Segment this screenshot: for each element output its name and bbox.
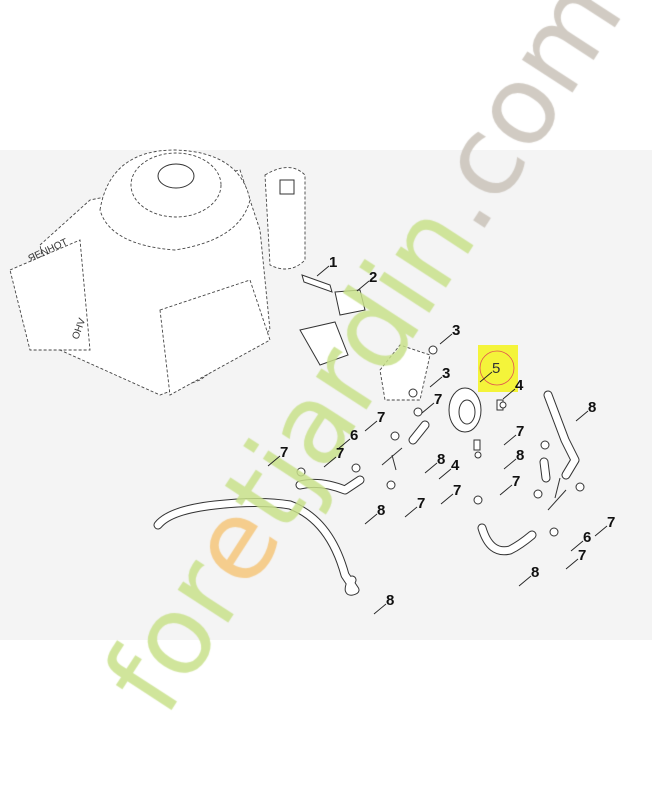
callout-7: 7 <box>417 495 425 512</box>
leader-line <box>594 525 608 537</box>
leader-line <box>570 540 584 552</box>
callout-7: 7 <box>607 514 615 531</box>
callout-7: 7 <box>434 391 442 408</box>
leader-line <box>503 434 517 446</box>
leader-line <box>439 333 453 345</box>
callout-8: 8 <box>377 502 385 519</box>
callout-3: 3 <box>442 365 450 382</box>
callout-5: 5 <box>492 360 500 377</box>
callout-7: 7 <box>336 445 344 462</box>
callout-8: 8 <box>437 451 445 468</box>
leader-line <box>502 388 516 400</box>
callout-4: 4 <box>515 377 524 394</box>
callout-3: 3 <box>452 322 460 339</box>
leader-line <box>499 484 513 496</box>
leader-line <box>440 493 454 505</box>
leader-line <box>356 280 370 292</box>
callout-6: 6 <box>350 427 358 444</box>
leader-line <box>424 462 438 474</box>
leader-line <box>438 468 452 480</box>
leader-line <box>421 402 435 414</box>
callout-7: 7 <box>578 547 586 564</box>
leader-line <box>575 410 589 422</box>
callout-7: 7 <box>512 473 520 490</box>
callout-8: 8 <box>531 564 539 581</box>
callout-1: 1 <box>329 254 337 271</box>
leader-line <box>565 558 579 570</box>
leader-line <box>518 575 532 587</box>
leader-line <box>364 513 378 525</box>
leader-line <box>479 371 493 383</box>
leader-line <box>429 376 443 388</box>
leader-line <box>323 456 337 468</box>
callout-8: 8 <box>386 592 394 609</box>
callout-7: 7 <box>453 482 461 499</box>
leader-line <box>503 458 517 470</box>
leader-line <box>316 265 330 277</box>
leader-line <box>373 603 387 615</box>
callout-7: 7 <box>377 409 385 426</box>
callout-4: 4 <box>451 457 460 474</box>
leader-line <box>364 420 378 432</box>
leader-line <box>267 455 281 467</box>
callout-7: 7 <box>280 444 288 461</box>
callout-2: 2 <box>369 269 377 286</box>
callout-8: 8 <box>516 447 524 464</box>
callout-6: 6 <box>583 529 591 546</box>
leader-line <box>404 506 418 518</box>
callout-8: 8 <box>588 399 596 416</box>
leader-line <box>337 438 351 450</box>
callout-7: 7 <box>516 423 524 440</box>
